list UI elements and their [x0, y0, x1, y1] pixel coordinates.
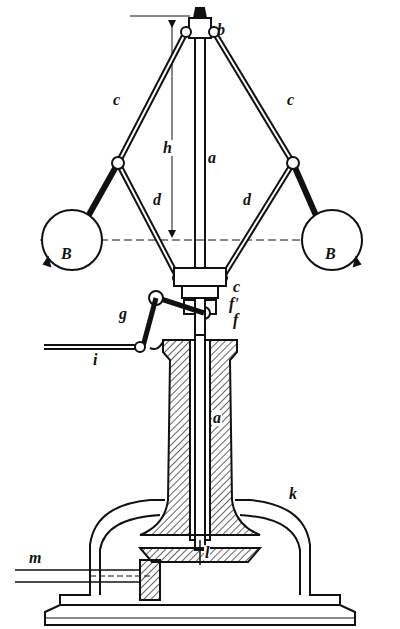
part-letter: g	[118, 306, 128, 322]
part-letter: B	[324, 246, 337, 262]
part-letter: a	[207, 150, 217, 166]
part-letter: l	[204, 545, 210, 561]
part-letter: h	[162, 140, 173, 156]
part-letter: f	[232, 312, 239, 328]
part-letter: b	[216, 22, 226, 38]
part-letter: B	[60, 246, 73, 262]
part-letter: d	[242, 192, 252, 208]
part-letter: k	[288, 486, 298, 502]
part-letter: i	[92, 352, 98, 368]
part-letter: c	[232, 279, 241, 295]
part-letter: c	[286, 92, 295, 108]
part-letter: d	[152, 192, 162, 208]
part-letter: f'	[228, 296, 240, 312]
part-letter: c	[112, 92, 121, 108]
part-letter: m	[28, 550, 42, 566]
part-letter: a	[212, 410, 222, 426]
